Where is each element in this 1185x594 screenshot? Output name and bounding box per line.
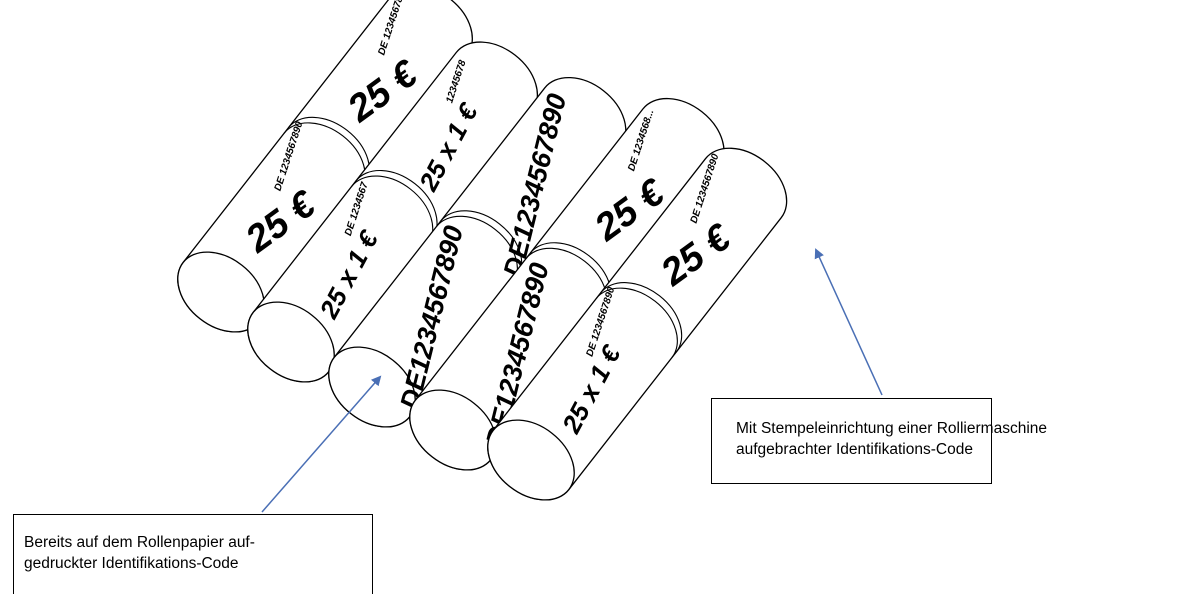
roll-seam: [595, 287, 678, 358]
preprinted-callout-line-1: Bereits auf dem Rollenpapier auf-: [24, 534, 255, 551]
preprinted-callout-box: Bereits auf dem Rollenpapier auf- gedruc…: [13, 514, 373, 594]
stamp-callout-arrow: [814, 248, 883, 396]
preprinted-callout-line-2: gedruckter Identifikations-Code: [24, 555, 239, 572]
preprinted-callout-arrow: [261, 375, 382, 513]
stamp-callout-line-1: Mit Stempeleinrichtung einer Rolliermasc…: [736, 420, 1047, 437]
stamp-callout-box: Mit Stempeleinrichtung einer Rolliermasc…: [711, 398, 1047, 484]
roll-seam: [600, 282, 683, 353]
roll-end-cap: [487, 419, 575, 501]
stamp-callout-line-2: aufgebrachter Identifikations-Code: [736, 441, 973, 458]
